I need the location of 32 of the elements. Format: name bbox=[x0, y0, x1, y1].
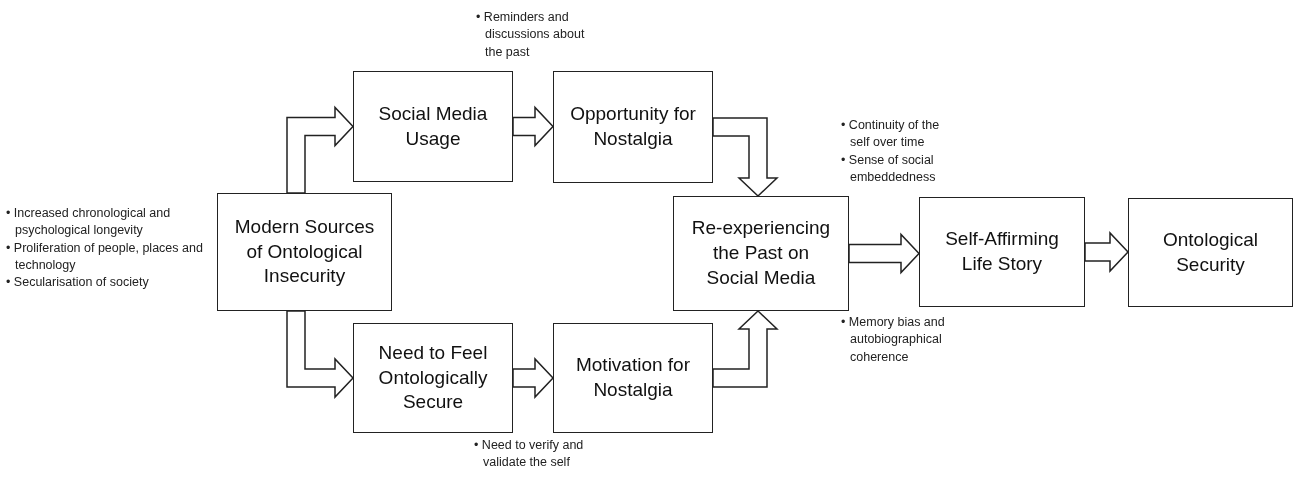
process-box bbox=[353, 323, 513, 433]
box-label: Social Media Usage bbox=[377, 101, 489, 151]
process-box bbox=[553, 323, 713, 433]
bullet-note: • Increased chronological and psychological longevity bbox=[6, 205, 172, 240]
process-box bbox=[673, 196, 849, 311]
block-arrow bbox=[286, 105, 355, 194]
box-label: Need to Feel Ontologically Secure bbox=[377, 340, 489, 415]
box-label: Re-experiencing the Past on Social Media bbox=[690, 216, 832, 290]
box-label: Opportunity for Nostalgia bbox=[569, 102, 697, 151]
block-arrow bbox=[712, 117, 779, 198]
process-box bbox=[553, 71, 713, 183]
block-arrow bbox=[1084, 231, 1130, 273]
bullet-note: • Memory bias and autobiographical coherence bbox=[841, 314, 946, 366]
process-box bbox=[353, 71, 513, 182]
bullet-note: • Continuity of the self over time bbox=[841, 117, 941, 152]
block-arrow bbox=[848, 232, 921, 275]
block-arrow bbox=[286, 310, 355, 399]
block-arrow bbox=[512, 105, 555, 148]
bullet-note: • Need to verify and validate the self bbox=[474, 437, 585, 472]
process-box bbox=[1128, 198, 1293, 307]
box-label: Motivation for Nostalgia bbox=[574, 353, 691, 402]
box-label: Self-Affirming Life Story bbox=[944, 227, 1060, 276]
process-box bbox=[217, 193, 392, 311]
bullet-note: • Sense of social embeddedness bbox=[841, 151, 937, 186]
block-arrow bbox=[512, 357, 555, 399]
box-label: Ontological Security bbox=[1161, 227, 1260, 277]
bullet-note: • Secularisation of society bbox=[6, 274, 150, 291]
bullet-note: • Reminders and discussions about the past bbox=[476, 9, 586, 61]
block-arrow bbox=[712, 309, 779, 388]
bullet-note: • Proliferation of people, places and technology bbox=[6, 239, 204, 274]
process-box bbox=[919, 197, 1085, 307]
box-label: Modern Sources of Ontological Insecurity bbox=[233, 214, 376, 289]
